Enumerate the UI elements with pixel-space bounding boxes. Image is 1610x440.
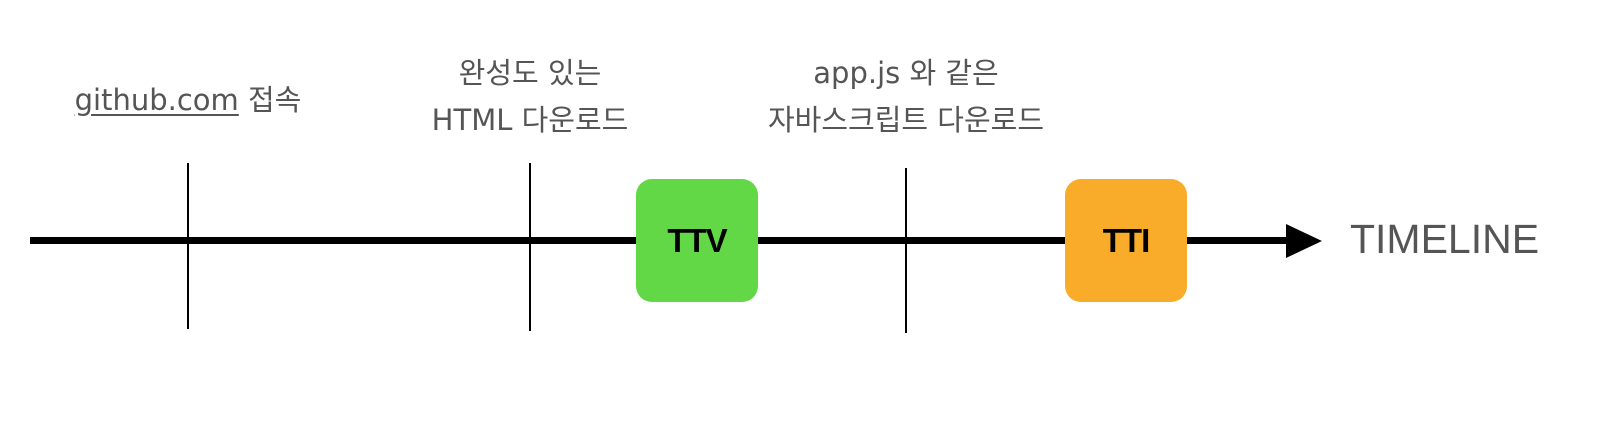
event-label-html: 완성도 있는 HTML 다운로드 <box>432 50 629 144</box>
ttv-milestone: TTV <box>636 179 758 302</box>
event-label-github: github.com 접속 <box>75 77 302 124</box>
label-line: HTML 다운로드 <box>431 103 629 137</box>
event-tick-html <box>529 163 531 331</box>
event-label-js: app.js 와 같은 자바스크립트 다운로드 <box>768 50 1044 144</box>
event-text: 접속 <box>238 83 302 117</box>
tti-milestone: TTI <box>1065 179 1187 302</box>
event-tick-js <box>905 168 907 333</box>
github-link[interactable]: github.com <box>74 83 239 117</box>
label-line: 자바스크립트 다운로드 <box>767 103 1045 137</box>
label-line: app.js 와 같은 <box>813 56 999 90</box>
arrow-head-icon <box>1286 224 1322 258</box>
event-tick-github <box>187 163 189 329</box>
label-line: 완성도 있는 <box>458 56 602 90</box>
timeline-label: TIMELINE <box>1350 216 1540 262</box>
